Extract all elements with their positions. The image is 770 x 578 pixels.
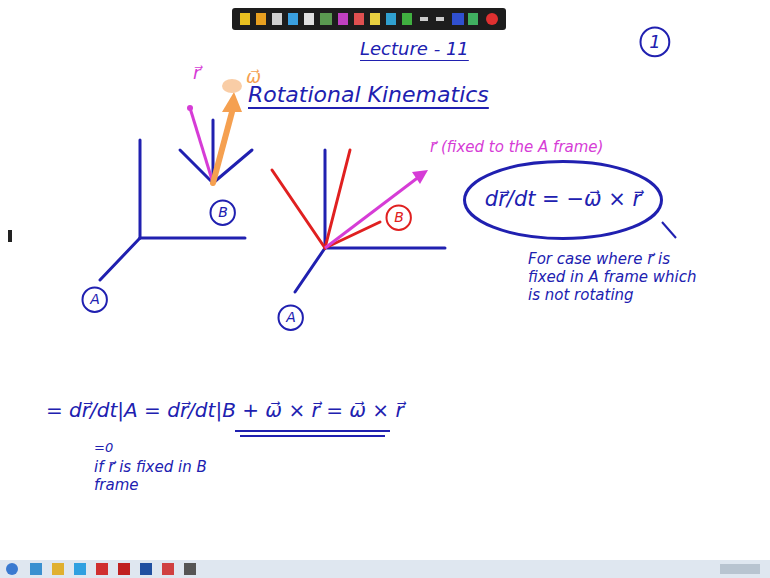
equation-ellipse: dr⃗/dt = −ω⃗ × r⃗ — [463, 160, 663, 240]
frame-b-axes — [272, 150, 380, 248]
position-vector — [325, 170, 428, 248]
kinematics-equation: = dr⃗/dt|A = dr⃗/dt|B + ω⃗ × r⃗ = ω⃗ × r… — [46, 398, 404, 422]
frame-a-axes — [295, 150, 445, 292]
node-text: dr⃗/dt = −ω⃗ × r⃗ — [485, 188, 641, 211]
node-text: B — [218, 205, 228, 220]
vector-note: r⃗ (fixed to the A frame) — [430, 138, 603, 156]
taskbar — [0, 560, 770, 578]
node-text: B — [394, 210, 404, 225]
slide-title: Rotational Kinematics — [248, 82, 489, 108]
frame-a-axes — [100, 140, 245, 280]
position-vector — [187, 105, 213, 183]
frame-label-circle: A — [81, 286, 108, 313]
frame-label-circle: B — [209, 199, 236, 226]
margin-mark — [8, 230, 12, 242]
double-underline — [235, 431, 390, 436]
lecture-number: Lecture - 11 — [360, 38, 469, 60]
vector-symbol: r⃗ — [193, 62, 200, 84]
zero-note: =0 — [94, 440, 113, 456]
frame-label-circle: B — [385, 204, 412, 231]
node-text: A — [286, 310, 296, 325]
node-text: A — [90, 292, 100, 307]
condition-note: if r⃗ is fixed in B frame — [94, 458, 214, 494]
leader-line — [662, 222, 676, 238]
frame-label-circle: A — [277, 304, 304, 331]
angular-velocity-arrow — [213, 79, 242, 183]
page-number-circle: 1 — [639, 26, 671, 58]
node-text: 1 — [649, 32, 660, 52]
condition-note: For case where r⃗ is fixed in A frame wh… — [528, 250, 698, 304]
pen-toolbar — [232, 8, 506, 30]
vector-symbol: ω⃗ — [246, 66, 261, 88]
